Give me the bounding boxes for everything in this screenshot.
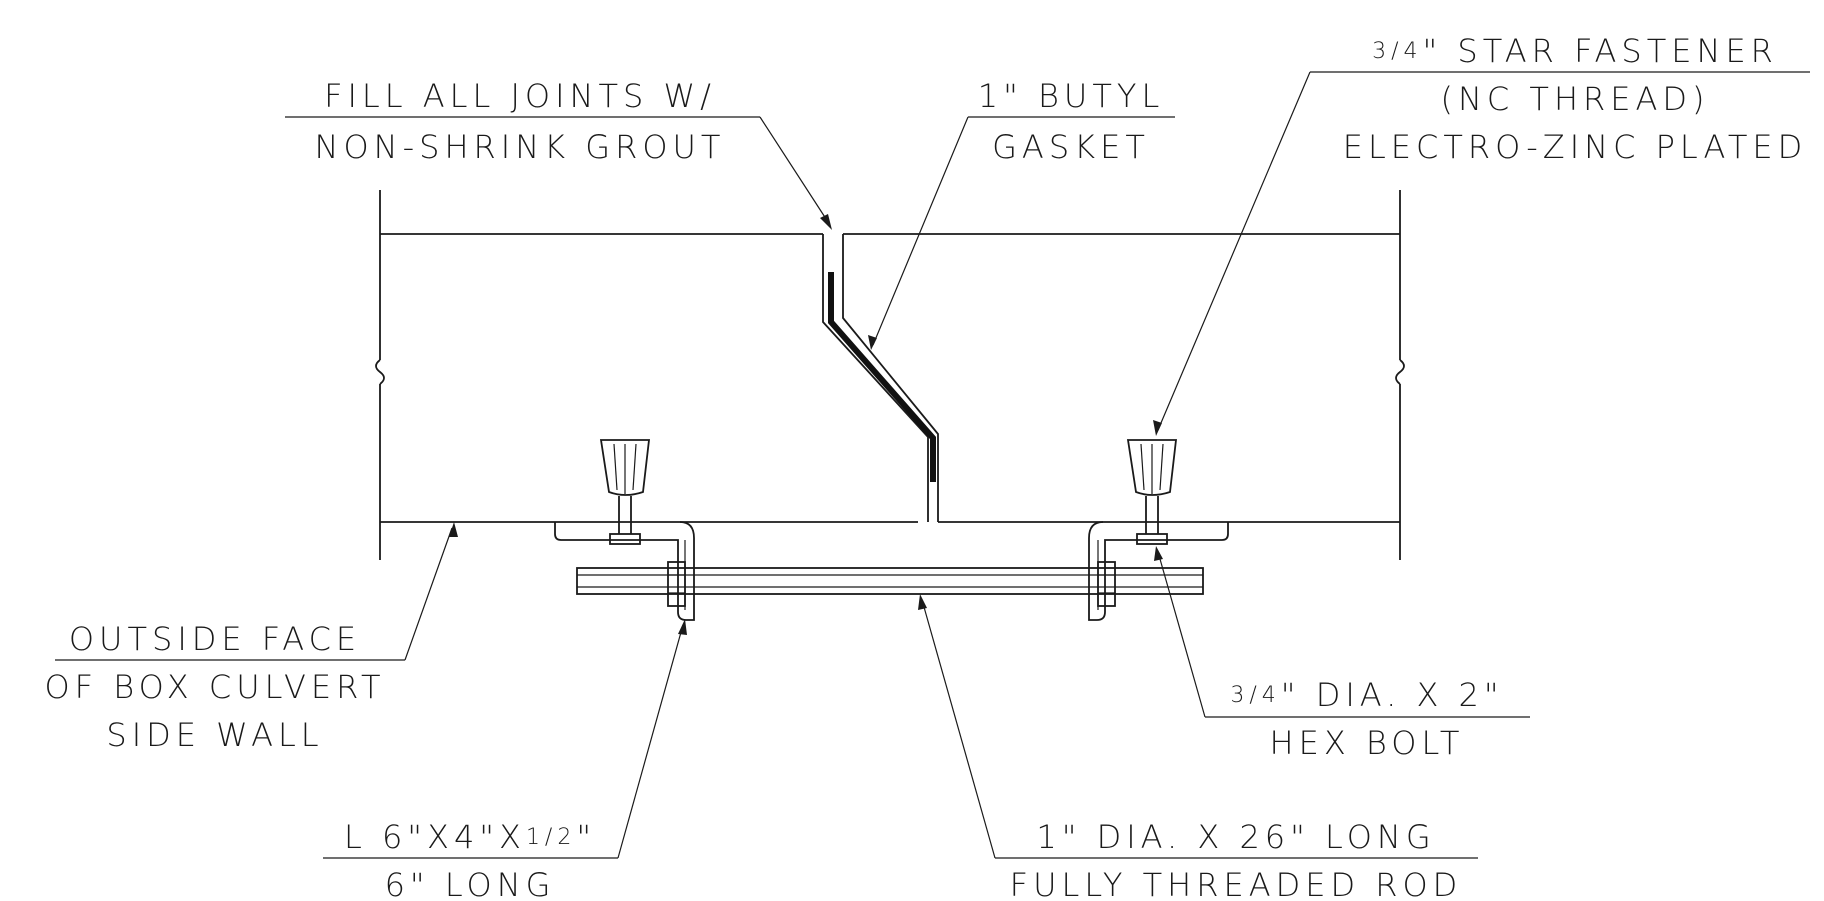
leader-star-fastener	[1153, 71, 1810, 436]
leader-outside-face	[55, 522, 458, 661]
label-hex-bolt: 3/4" DIA. X 2" HEX BOLT	[1230, 676, 1503, 762]
leader-threaded-rod	[918, 594, 1478, 859]
label-grout: FILL ALL JOINTS W/ NON-SHRINK GROUT	[315, 77, 726, 166]
culvert-wall-right	[842, 190, 1405, 560]
leader-grout	[285, 116, 832, 230]
rod-nut-right	[1097, 561, 1116, 607]
leader-butyl	[868, 116, 1175, 350]
label-grout-line2: NON-SHRINK GROUT	[315, 128, 726, 166]
label-rod-line1: 1" DIA. X 26" LONG	[1036, 818, 1435, 856]
star-fastener-right	[1126, 439, 1178, 545]
culvert-wall-left	[375, 190, 929, 560]
label-angle: L 6"X4"X1/2" 6" LONG	[344, 818, 596, 901]
label-star-line2: (NC THREAD)	[1440, 80, 1709, 118]
label-bolt-line2: HEX BOLT	[1270, 724, 1465, 762]
butyl-gasket	[828, 272, 936, 482]
label-grout-line1: FILL ALL JOINTS W/	[324, 77, 716, 115]
label-angle-line2: 6" LONG	[385, 866, 556, 901]
label-angle-line1: L 6"X4"X1/2"	[344, 818, 596, 856]
label-outside-line1: OUTSIDE FACE	[69, 620, 361, 658]
label-butyl-line1: 1" BUTYL	[978, 77, 1165, 115]
label-outside-line3: SIDE WALL	[106, 716, 323, 754]
label-butyl: 1" BUTYL GASKET	[978, 77, 1165, 166]
label-outside-face: OUTSIDE FACE OF BOX CULVERT SIDE WALL	[44, 620, 385, 754]
label-threaded-rod: 1" DIA. X 26" LONG FULLY THREADED ROD	[1010, 818, 1463, 901]
label-rod-line2: FULLY THREADED ROD	[1010, 866, 1463, 901]
leader-hex-bolt	[1154, 546, 1530, 718]
label-star-line1: 3/4" STAR FASTENER	[1372, 32, 1778, 70]
label-star-fastener: 3/4" STAR FASTENER (NC THREAD) ELECTRO-Z…	[1343, 32, 1808, 166]
rod-nut-left	[667, 561, 686, 607]
label-butyl-line2: GASKET	[992, 128, 1150, 166]
label-outside-line2: OF BOX CULVERT	[44, 668, 385, 706]
threaded-rod	[576, 567, 1204, 595]
star-fastener-left	[599, 439, 651, 545]
label-bolt-line1: 3/4" DIA. X 2"	[1230, 676, 1503, 714]
leader-angle	[323, 619, 687, 859]
label-star-line3: ELECTRO-ZINC PLATED	[1343, 128, 1808, 166]
